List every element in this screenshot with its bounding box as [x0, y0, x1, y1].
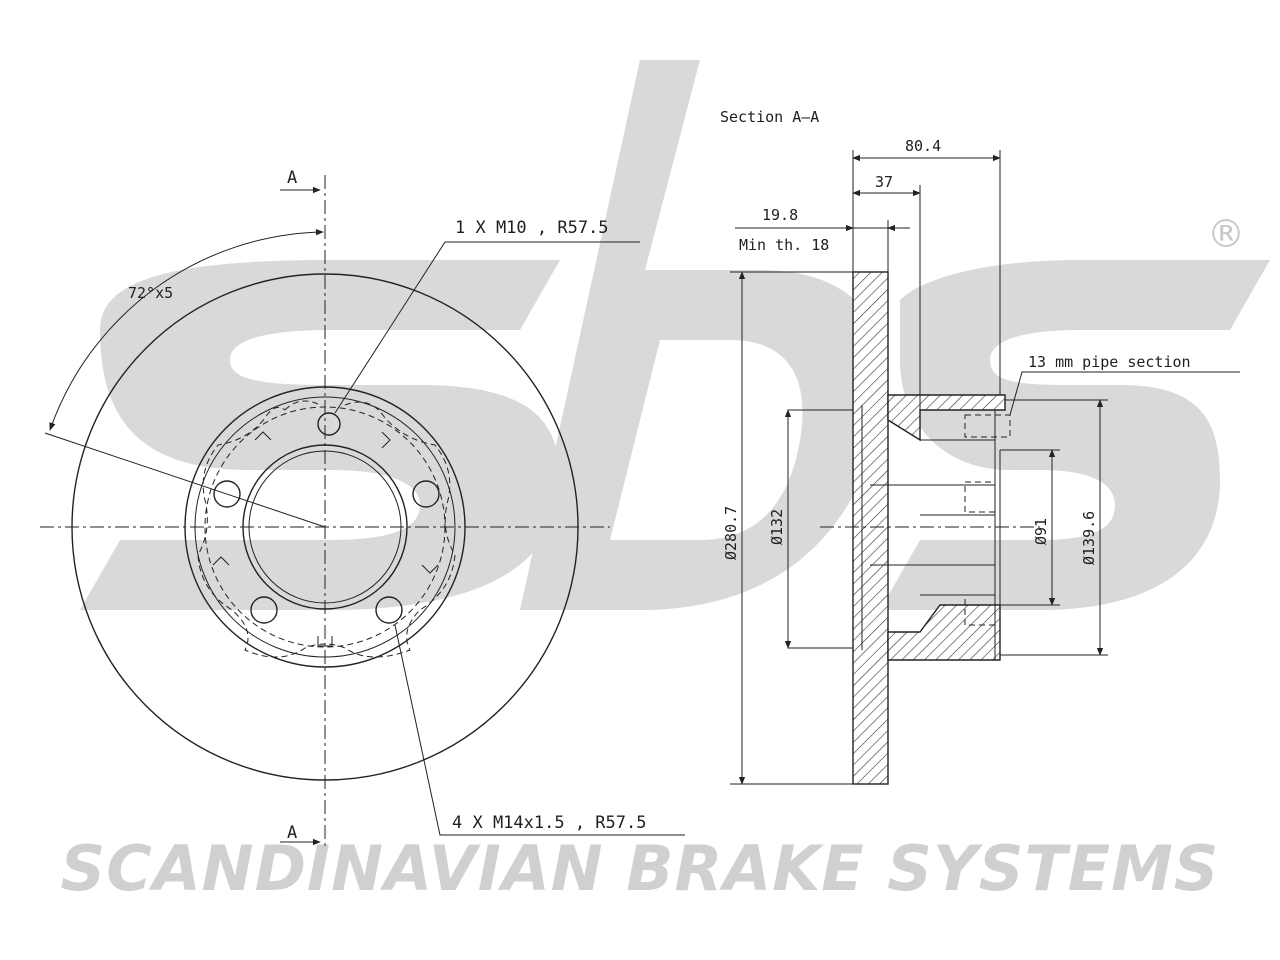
section-marker-bottom: A: [287, 823, 297, 843]
bolt-hole-m14: [375, 596, 403, 624]
angle-label: 72°x5: [128, 284, 173, 302]
disc-section-ring: [852, 271, 889, 785]
registered-mark-icon: ®: [1207, 212, 1245, 256]
callout-top-leader: [334, 241, 640, 414]
bolt-hole-m14: [412, 480, 440, 508]
dim-bolt-circle: Ø139.6: [1080, 511, 1098, 565]
dim-overall-height: 80.4: [905, 137, 941, 155]
callout-m14: 4 X M14x1.5 , R57.5: [452, 813, 646, 833]
section-view: [730, 150, 1240, 785]
angle-ray: [44, 432, 326, 528]
front-view: [40, 175, 685, 850]
dim-center-bore: Ø132: [768, 509, 786, 545]
section-title: Section A–A: [720, 108, 819, 126]
angle-arc: [49, 228, 324, 431]
dim-pipe-section: 13 mm pipe section: [1028, 353, 1191, 371]
dim-hub-bore: Ø91: [1032, 518, 1050, 545]
callout-bottom-leader: [394, 624, 685, 836]
brand-name: SCANDINAVIAN BRAKE SYSTEMS: [61, 832, 1220, 905]
bolt-hole-m14: [250, 596, 278, 624]
callout-m10: 1 X M10 , R57.5: [455, 218, 609, 238]
bolt-hole-m14: [213, 480, 241, 508]
hub-flange-bottom: [887, 604, 1001, 661]
hub-notches: [212, 431, 439, 647]
section-marker-top: A: [287, 168, 297, 188]
dim-hub-offset: 37: [875, 173, 893, 191]
dim-thickness: 19.8: [762, 206, 798, 224]
dim-min-thickness: Min th. 18: [739, 236, 829, 254]
dim-outer-diameter: Ø280.7: [722, 506, 740, 560]
pipe-section: [964, 414, 1011, 438]
